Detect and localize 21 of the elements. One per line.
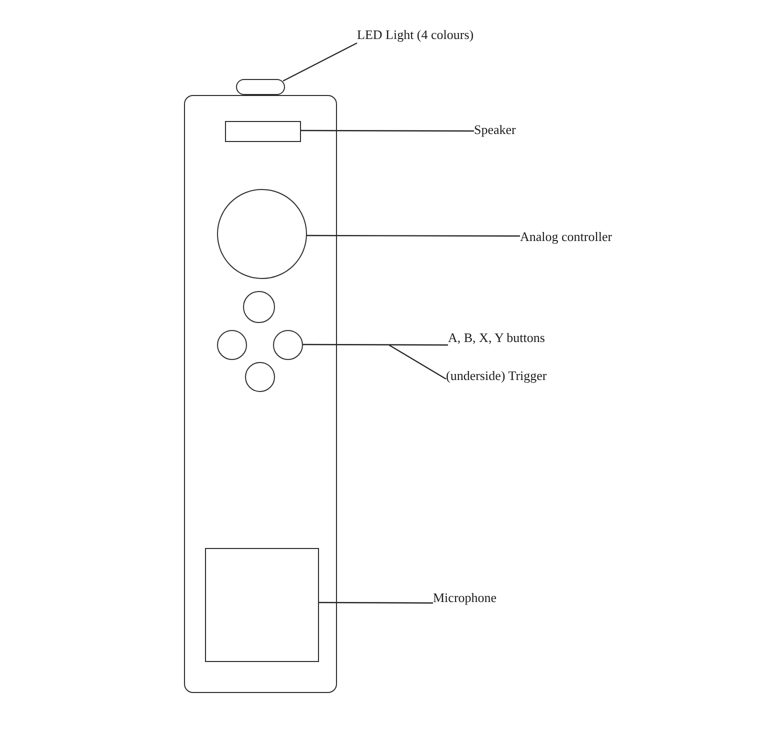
leader-line — [300, 130, 474, 132]
callout-label: LED Light (4 colours) — [357, 27, 474, 43]
leader-line — [306, 234, 520, 237]
speaker-grille — [224, 120, 300, 142]
analog-stick — [216, 188, 306, 278]
microphone-grille — [204, 548, 318, 662]
leader-line — [302, 344, 448, 346]
callout-label: Analog controller — [520, 229, 612, 245]
face-button — [244, 362, 274, 392]
callout-label: (underside) Trigger — [446, 368, 547, 384]
face-button — [272, 330, 302, 360]
leader-line — [318, 602, 433, 604]
callout-label: A, B, X, Y buttons — [448, 330, 545, 346]
face-button — [216, 330, 246, 360]
face-button — [242, 290, 274, 322]
leader-line — [388, 344, 446, 380]
leader-line — [282, 42, 358, 82]
controller-body — [184, 95, 337, 693]
callout-label: Speaker — [474, 122, 516, 138]
callout-label: Microphone — [433, 590, 497, 606]
led-light — [236, 79, 285, 95]
